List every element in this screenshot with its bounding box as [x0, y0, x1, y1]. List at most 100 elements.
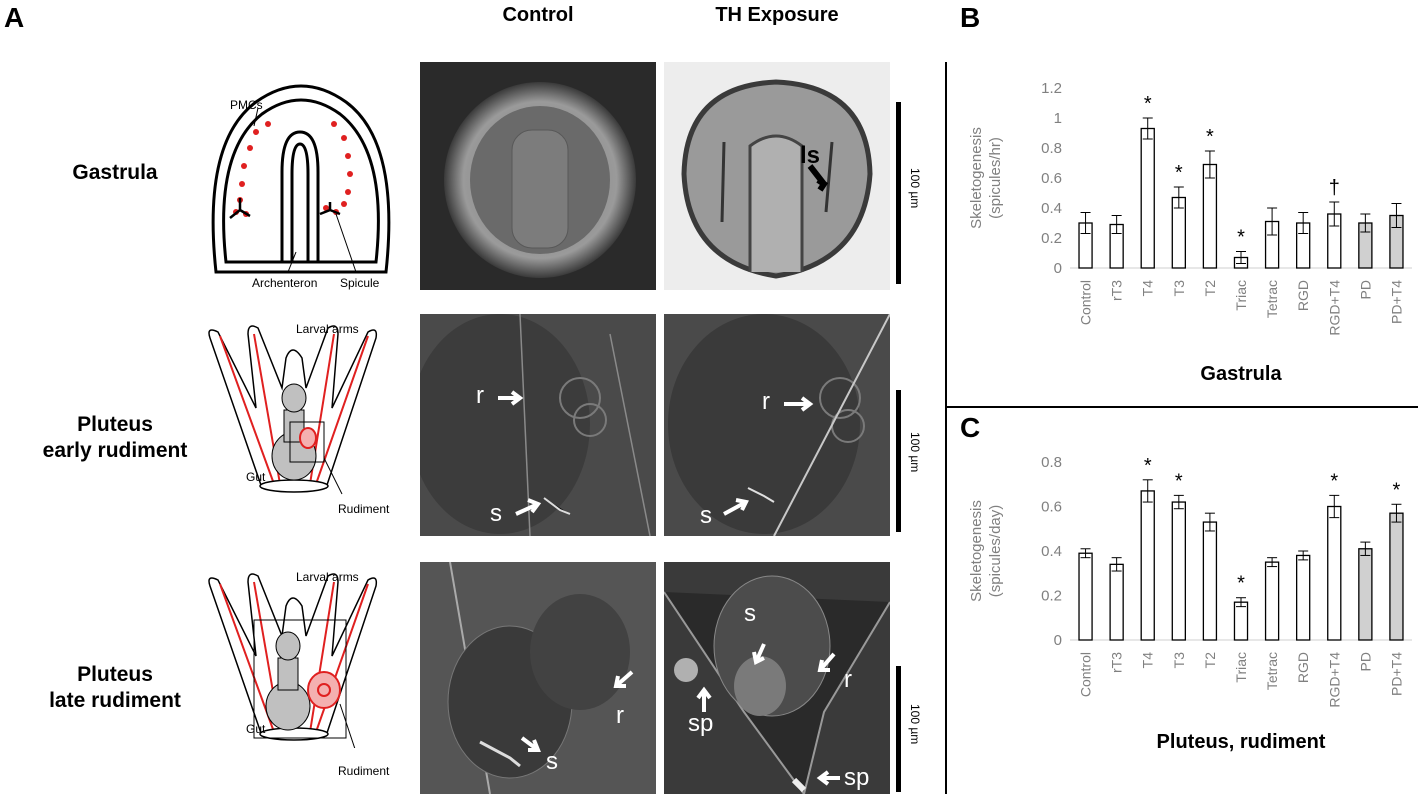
micro-label-s-late-control: s: [546, 748, 558, 775]
label-rudiment-late: Rudiment: [338, 764, 390, 778]
x-tick-label: T4: [1140, 280, 1156, 297]
column-head-exposure: TH Exposure: [715, 4, 839, 26]
x-tick-label: rT3: [1109, 652, 1125, 673]
x-tick-label: T2: [1202, 280, 1218, 297]
x-tick-label: PD+T4: [1388, 652, 1404, 696]
scale-label-early: 100 µm: [908, 432, 922, 473]
micrograph-early-exposure: r s: [664, 314, 890, 536]
y-axis-label: Skeletogenesis(spicules/hr): [968, 127, 1004, 229]
label-rudiment-early: Rudiment: [338, 502, 390, 516]
spicule-marks: [229, 198, 341, 219]
micrograph-late-control: r s: [420, 562, 656, 794]
significance-marker: *: [1175, 470, 1183, 492]
y-tick-label: 0.6: [1041, 170, 1062, 187]
x-axis-label: Pluteus, rudiment: [1157, 731, 1326, 753]
x-tick-label: Triac: [1233, 280, 1249, 311]
x-tick-label: RGD+T4: [1326, 652, 1342, 708]
y-tick-label: 0: [1054, 260, 1062, 277]
y-tick-label: 1.2: [1041, 80, 1062, 97]
x-tick-label: T3: [1171, 652, 1187, 669]
pluteus-late-diagram: [208, 573, 378, 748]
pluteus-early-diagram: [208, 325, 378, 495]
x-tick-label: RGD: [1295, 652, 1311, 683]
micro-label-ls: ls: [800, 142, 821, 169]
label-larval-arms-late: Larval arms: [296, 570, 359, 584]
significance-marker: †: [1329, 177, 1340, 199]
y-axis-label-line1: Skeletogenesis: [968, 127, 985, 229]
bar-T4: [1140, 490, 1155, 641]
x-tick-label: PD+T4: [1388, 280, 1404, 324]
y-tick-label: 0.2: [1041, 230, 1062, 247]
column-head-control: Control: [502, 4, 574, 26]
x-tick-label: T2: [1202, 652, 1218, 669]
bar-PD+T4: [1389, 512, 1404, 641]
bar-Triac: [1233, 601, 1249, 641]
x-tick-label: Tetrac: [1264, 280, 1280, 318]
bar-Tetrac: [1264, 561, 1280, 641]
panel-letter-a: A: [4, 2, 25, 33]
panel-letter-b: B: [960, 2, 981, 33]
stage-label-early: Pluteus early rudiment: [40, 412, 190, 464]
y-tick-label: 0.8: [1041, 454, 1062, 471]
x-tick-label: Control: [1078, 652, 1094, 697]
micro-label-s-early-exposure: s: [700, 502, 712, 529]
y-tick-label: 1: [1054, 110, 1062, 127]
significance-marker: *: [1237, 573, 1245, 595]
bar-Control: [1078, 552, 1093, 641]
scale-bar-late: [896, 666, 901, 792]
x-tick-label: RGD: [1295, 280, 1311, 311]
y-tick-label: 0.2: [1041, 588, 1062, 605]
label-gut-early: Gut: [246, 470, 266, 484]
y-axis-label-line1: Skeletogenesis: [968, 500, 985, 602]
label-larval-arms-early: Larval arms: [296, 322, 359, 336]
scale-bar-early: [896, 390, 901, 532]
stage-label-gastrula: Gastrula: [72, 161, 158, 184]
x-axis-label: Gastrula: [1200, 363, 1282, 385]
bar-T3: [1171, 501, 1186, 641]
bar-RGD: [1296, 554, 1311, 641]
bar-T2: [1202, 163, 1218, 269]
y-tick-label: 0: [1054, 632, 1062, 649]
x-tick-label: PD: [1357, 652, 1373, 671]
significance-marker: *: [1175, 162, 1183, 184]
x-tick-label: T4: [1140, 652, 1156, 669]
significance-marker: *: [1144, 455, 1152, 477]
x-tick-label: Tetrac: [1264, 652, 1280, 690]
chart-c: Skeletogenesis(spicules/day) 0 0.2 0.4 0.6 0.…: [968, 454, 1412, 753]
bar-T2: [1202, 521, 1218, 641]
scale-label-late: 100 µm: [908, 704, 922, 745]
y-tick-label: 0.6: [1041, 499, 1062, 516]
scale-label-gastrula: 100 µm: [908, 168, 922, 209]
significance-marker: *: [1237, 227, 1245, 249]
y-tick-label: 0.4: [1041, 543, 1062, 560]
significance-marker: *: [1393, 479, 1401, 501]
x-tick-label: RGD+T4: [1326, 280, 1342, 336]
x-tick-label: T3: [1171, 280, 1187, 297]
stage-label-late-line2: late rudiment: [49, 689, 181, 712]
bar-PD: [1358, 548, 1373, 641]
label-pmcs: PMCs: [230, 98, 263, 112]
micrograph-gastrula-control: [420, 62, 656, 290]
micro-label-s-early-control: s: [490, 500, 502, 527]
x-tick-label: Control: [1078, 280, 1094, 325]
micro-label-sp-left-late-exposure: sp: [688, 710, 714, 737]
micro-label-sp-bottom-late-exposure: sp: [844, 764, 870, 791]
scale-bar-gastrula: [896, 102, 901, 284]
x-tick-label: Triac: [1233, 652, 1249, 683]
micrograph-late-exposure: s r sp sp: [664, 562, 890, 794]
micro-label-r-late-exposure: r: [844, 666, 852, 693]
significance-marker: *: [1144, 93, 1152, 115]
label-spicule: Spicule: [340, 276, 380, 290]
y-axis-label: Skeletogenesis(spicules/day): [968, 500, 1004, 602]
gastrula-diagram: [211, 84, 391, 274]
y-axis-label-line2: (spicules/hr): [987, 137, 1004, 219]
micro-label-r-late-control: r: [616, 702, 624, 729]
micro-label-r-early-exposure: r: [762, 388, 770, 415]
label-archenteron: Archenteron: [252, 276, 318, 290]
stage-label-late: Pluteus late rudiment: [40, 662, 190, 714]
label-gut-late: Gut: [246, 722, 266, 736]
micrograph-early-control: r s: [420, 314, 656, 536]
micro-label-s-late-exposure: s: [744, 600, 756, 627]
y-tick-label: 0.8: [1041, 140, 1062, 157]
stage-label-early-line1: Pluteus: [77, 413, 153, 436]
